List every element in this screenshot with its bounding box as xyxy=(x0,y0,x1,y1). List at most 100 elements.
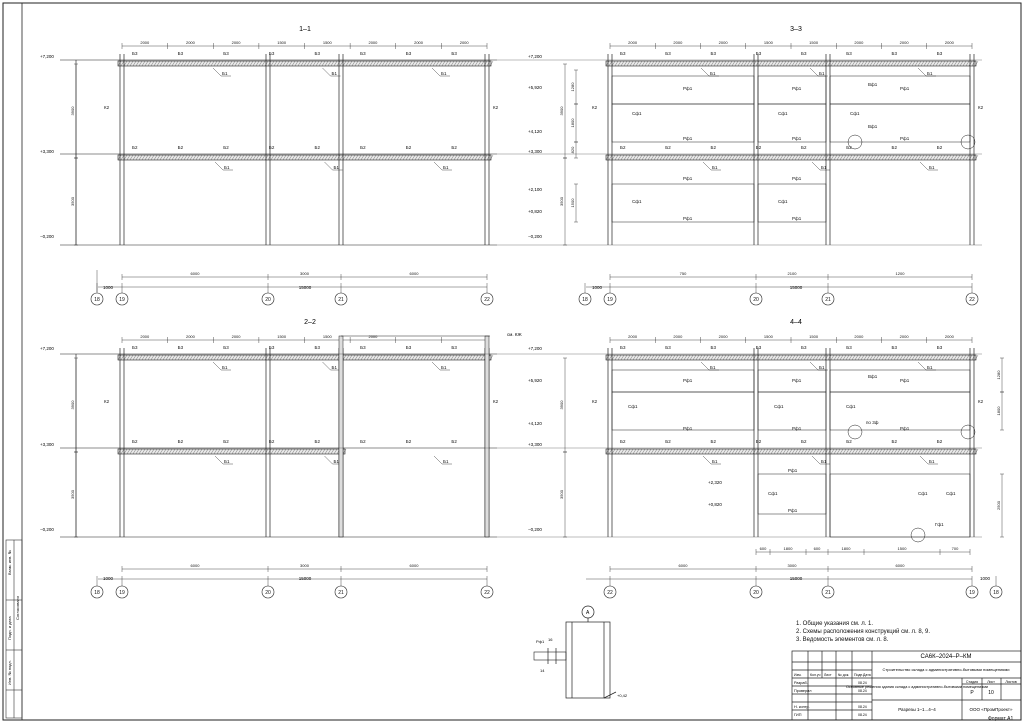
slab-hatch xyxy=(147,354,152,361)
slab-hatch xyxy=(489,354,494,361)
slab-hatch xyxy=(683,448,688,455)
slab-hatch xyxy=(626,60,631,67)
slab-hatch xyxy=(791,154,796,161)
slab-hatch xyxy=(785,60,790,67)
wall-hatch xyxy=(338,335,344,538)
axis-label: 22 xyxy=(484,297,490,303)
slab-hatch xyxy=(659,60,664,67)
slab-hatch xyxy=(905,354,910,361)
slab-hatch xyxy=(872,154,877,161)
beam-mark-b3: Б3 xyxy=(937,345,943,350)
slab-hatch xyxy=(153,448,158,455)
slab-hatch xyxy=(141,354,146,361)
frame-panel xyxy=(829,391,971,431)
gate-mark: Гф1 xyxy=(935,522,944,527)
slab-hatch xyxy=(755,154,760,161)
slab-hatch xyxy=(812,354,817,361)
slab-hatch xyxy=(480,60,485,67)
slab-hatch xyxy=(144,60,149,67)
slab-hatch xyxy=(629,60,634,67)
level-5920-s3: +5,920 xyxy=(528,85,542,90)
slab-hatch xyxy=(917,60,922,67)
slab-hatch xyxy=(671,154,676,161)
slab-hatch xyxy=(204,448,209,455)
slab-hatch xyxy=(303,60,308,67)
leader-line xyxy=(431,361,441,371)
dim-text: 2000 xyxy=(673,334,683,339)
slab-hatch xyxy=(264,448,269,455)
sheets-label: Листов xyxy=(1005,680,1017,684)
beam-mark-b2: Б2 xyxy=(360,145,366,150)
dim-text: 2000 xyxy=(368,334,378,339)
dim-text: 2000 xyxy=(186,334,196,339)
slab-hatch xyxy=(728,448,733,455)
slab-hatch xyxy=(465,154,470,161)
axis-label: 22 xyxy=(607,590,613,596)
slab-hatch xyxy=(638,354,643,361)
slab-hatch xyxy=(821,354,826,361)
slab-hatch xyxy=(620,154,625,161)
slab-hatch xyxy=(342,60,347,67)
slab-hatch xyxy=(941,60,946,67)
slab-hatch xyxy=(309,354,314,361)
slab-hatch xyxy=(252,354,257,361)
slab-hatch xyxy=(734,154,739,161)
slab-hatch xyxy=(423,154,428,161)
slab-hatch xyxy=(935,354,940,361)
dim-text: 2000 xyxy=(628,40,638,45)
slab-hatch xyxy=(411,60,416,67)
slab-hatch xyxy=(198,448,203,455)
slab-hatch xyxy=(608,448,613,455)
dim-text: 820 xyxy=(570,146,575,153)
slab-hatch xyxy=(426,154,431,161)
frame-mark: Рф1 xyxy=(683,378,693,383)
slab-hatch xyxy=(246,448,251,455)
slab-hatch xyxy=(842,354,847,361)
slab-hatch xyxy=(390,60,395,67)
level-2320-s4: +2,320 xyxy=(708,480,722,485)
slab-hatch xyxy=(255,60,260,67)
slab-hatch xyxy=(369,354,374,361)
slab-hatch xyxy=(447,354,452,361)
slab-hatch xyxy=(959,448,964,455)
slab-hatch xyxy=(971,154,976,161)
slab-hatch xyxy=(450,154,455,161)
slab-hatch xyxy=(141,154,146,161)
slab-hatch xyxy=(842,60,847,67)
slab-hatch xyxy=(713,448,718,455)
slab-hatch xyxy=(863,60,868,67)
slab-hatch xyxy=(875,448,880,455)
slab-hatch xyxy=(192,60,197,67)
slab-hatch xyxy=(743,448,748,455)
slab-hatch xyxy=(788,60,793,67)
slab-hatch xyxy=(285,448,290,455)
leader-line xyxy=(809,67,819,77)
slab-hatch xyxy=(674,448,679,455)
slab-hatch xyxy=(647,154,652,161)
slab-hatch xyxy=(698,448,703,455)
axis-label: 20 xyxy=(265,297,271,303)
slab-hatch xyxy=(489,154,494,161)
slab-hatch xyxy=(881,448,886,455)
slab-hatch xyxy=(605,154,610,161)
panel-mark: Сф1 xyxy=(628,404,638,409)
beam-mark: Б1 xyxy=(224,165,230,170)
slab-hatch xyxy=(291,448,296,455)
beam-mark-b3: Б3 xyxy=(406,345,412,350)
slab-hatch xyxy=(950,354,955,361)
slab-hatch xyxy=(288,448,293,455)
slab-hatch xyxy=(668,354,673,361)
slab-hatch xyxy=(845,60,850,67)
beam-mark-b3: Б3 xyxy=(178,51,184,56)
slab-hatch xyxy=(261,154,266,161)
slab-hatch xyxy=(120,154,125,161)
slab-hatch xyxy=(671,448,676,455)
slab-hatch xyxy=(935,448,940,455)
slab-hatch xyxy=(689,60,694,67)
slab-hatch xyxy=(387,154,392,161)
slab-hatch xyxy=(716,60,721,67)
stamp-label-4: Согласовано xyxy=(15,595,20,620)
slab-hatch xyxy=(306,448,311,455)
